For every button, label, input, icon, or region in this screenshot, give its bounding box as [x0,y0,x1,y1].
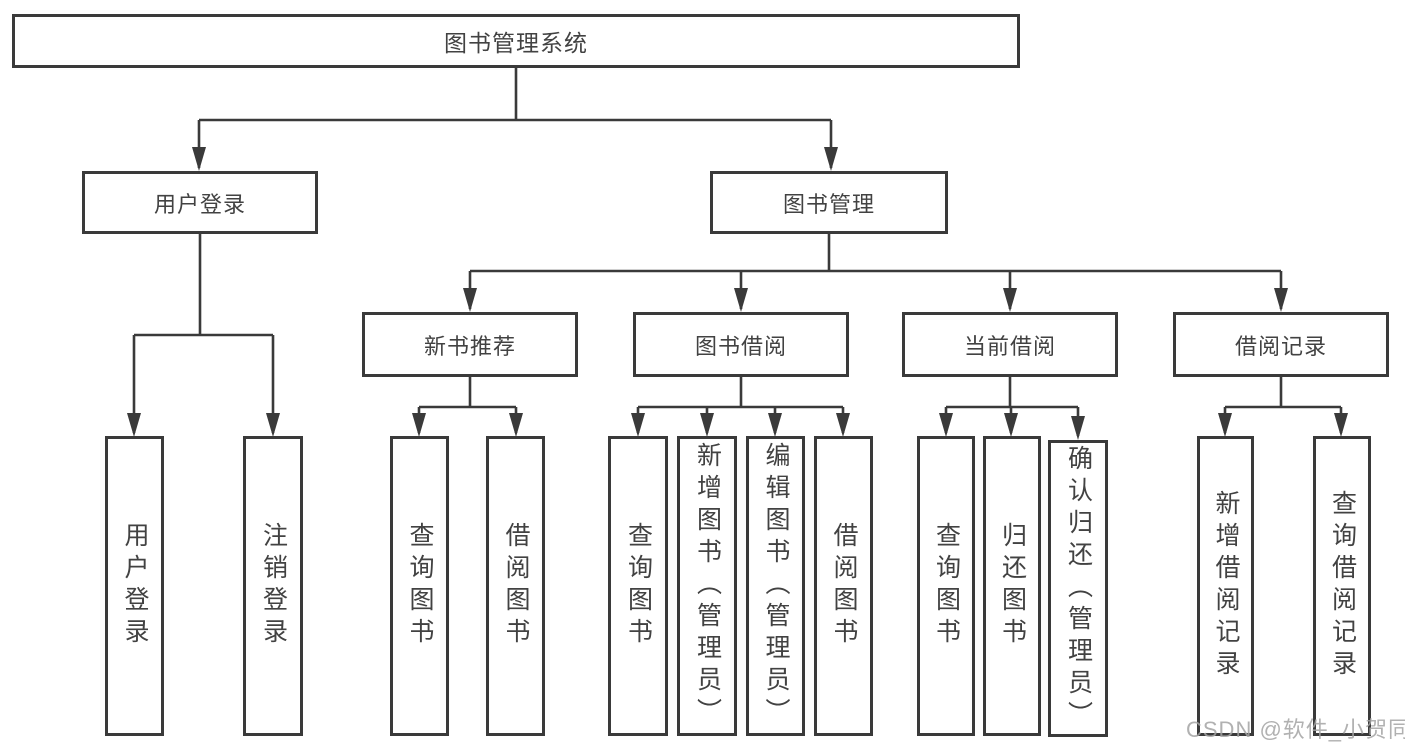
node-book-borrow: 图书借阅 [633,312,849,377]
leaf-label: 借阅图书 [830,522,858,650]
leaf-query-books-borrow: 查询图书 [608,436,668,736]
node-label: 当前借阅 [963,333,1056,359]
watermark: CSDN @软件_小贺同学 [1186,717,1405,742]
leaf-label: 查询借阅记录 [1328,490,1357,682]
leaf-query-borrow-record: 查询借阅记录 [1313,436,1371,736]
leaf-logout: 注销登录 [243,436,303,736]
node-user-login: 用户登录 [82,171,318,234]
node-borrow-records: 借阅记录 [1173,312,1389,377]
node-new-book-recommend: 新书推荐 [362,312,578,377]
leaf-label: 查询图书 [932,522,961,650]
node-book-management: 图书管理 [710,171,948,234]
leaf-label: 借阅图书 [502,522,530,650]
leaf-label: 查询图书 [406,522,434,650]
node-label: 图书管理 [782,191,875,217]
leaf-label: 归还图书 [998,522,1027,650]
node-label: 新书推荐 [423,333,516,359]
leaf-label: 新增借阅记录 [1212,490,1240,682]
leaf-add-books-admin: 新增图书（管理员） [677,436,737,736]
node-label: 用户登录 [153,191,246,217]
leaf-query-books-current: 查询图书 [917,436,975,736]
leaf-label: 用户登录 [121,522,149,650]
leaf-borrow-books-recommend: 借阅图书 [486,436,545,736]
arrowhead-icons [127,147,1348,440]
leaf-label: 确认归还（管理员） [1064,444,1093,733]
leaf-label: 查询图书 [624,522,653,650]
leaf-label: 编辑图书（管理员） [762,442,790,730]
leaf-label: 新增图书（管理员） [693,442,722,730]
leaf-add-borrow-record: 新增借阅记录 [1197,436,1254,736]
node-label: 借阅记录 [1234,333,1327,359]
node-library-management-system: 图书管理系统 [12,14,1020,68]
leaf-user-login: 用户登录 [105,436,164,736]
leaf-label: 注销登录 [259,522,288,650]
leaf-return-books: 归还图书 [983,436,1041,736]
node-current-borrow: 当前借阅 [902,312,1118,377]
node-label: 图书管理系统 [444,30,588,56]
leaf-edit-books-admin: 编辑图书（管理员） [746,436,805,736]
node-label: 图书借阅 [694,333,787,359]
leaf-query-books-recommend: 查询图书 [390,436,449,736]
leaf-confirm-return-admin: 确认归还（管理员） [1048,440,1108,737]
leaf-borrow-books: 借阅图书 [814,436,873,736]
